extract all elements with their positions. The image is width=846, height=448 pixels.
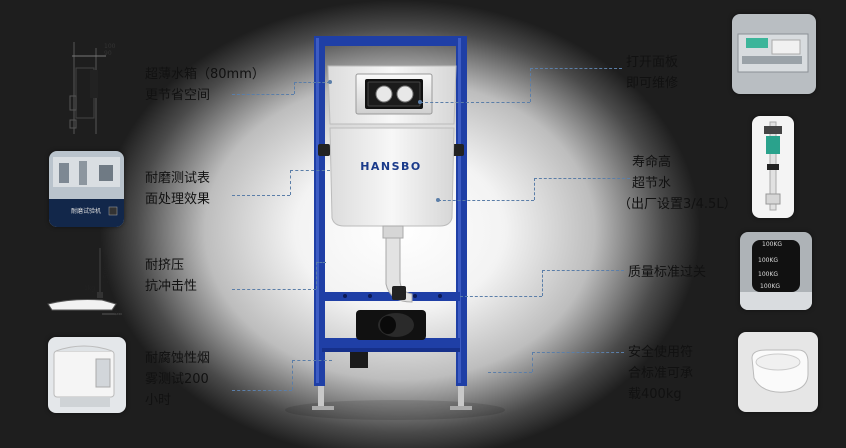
impact-height-label: 1 500mm bbox=[103, 255, 110, 284]
thin-tank-dim-a: 100 bbox=[104, 43, 116, 50]
feature-line: 载400kg bbox=[628, 387, 682, 402]
frame-left-post bbox=[314, 36, 325, 386]
thin-tank-diagram: 100 90 bbox=[46, 38, 126, 138]
weight-label: 100KG bbox=[762, 241, 782, 248]
weight-label: 100KG bbox=[760, 283, 780, 290]
feature-line: 打开面板 bbox=[626, 55, 679, 70]
flush-button-small bbox=[375, 85, 393, 103]
feature-line: 超薄水箱（80mm） bbox=[145, 67, 265, 82]
frame-lower-bar bbox=[322, 292, 460, 301]
feature-line: 雾测试200 bbox=[145, 372, 209, 387]
flush-button-large bbox=[396, 85, 414, 103]
feature-line: 即可维修 bbox=[626, 76, 679, 91]
feature-quality: 质量标准过关 bbox=[628, 262, 706, 283]
wear-test-photo: 耐磨试验机 bbox=[49, 151, 124, 227]
feature-line: 抗冲击性 bbox=[145, 279, 198, 294]
impact-width-label: 50 bbox=[114, 311, 122, 318]
tester-label: 耐磨试验机 bbox=[71, 207, 101, 215]
feature-line: 合标准可承 bbox=[628, 366, 694, 381]
feature-load-400kg: 安全使用符 合标准可承 载400kg bbox=[628, 342, 693, 405]
open-panel-photo bbox=[732, 14, 816, 94]
frame-top-bar bbox=[314, 36, 467, 46]
feature-thin-tank: 超薄水箱（80mm） 更节省空间 bbox=[145, 64, 265, 106]
salt-spray-chamber-photo bbox=[48, 337, 126, 413]
feature-wear-test: 耐磨测试表 面处理效果 bbox=[145, 168, 210, 210]
feature-line: 耐腐蚀性烟 bbox=[145, 351, 211, 366]
cistern-tank bbox=[329, 127, 455, 227]
feature-line: 质量标准过关 bbox=[628, 265, 707, 280]
feature-line: 更节省空间 bbox=[145, 88, 211, 103]
brand-logo: HANSBO bbox=[360, 160, 422, 173]
impact-test-diagram: 1 500mm 1kg 50 bbox=[42, 244, 130, 318]
feature-line: 面处理效果 bbox=[145, 192, 211, 207]
feature-line: 超节水 bbox=[632, 176, 672, 191]
feature-line: 耐磨测试表 bbox=[145, 171, 211, 186]
frame-right-post bbox=[456, 36, 467, 386]
feature-line: （出厂设置3/4.5L） bbox=[618, 197, 737, 212]
feature-line: 小时 bbox=[145, 393, 172, 408]
fill-valve-photo bbox=[752, 116, 794, 218]
feature-corrosion: 耐腐蚀性烟 雾测试200 小时 bbox=[145, 348, 210, 411]
feature-water-saving: 寿命高 超节水 （出厂设置3/4.5L） bbox=[618, 152, 737, 215]
feature-impact: 耐挤压 抗冲击性 bbox=[145, 255, 197, 297]
load-test-photo: 100KG 100KG 100KG 100KG bbox=[740, 232, 812, 310]
feature-line: 寿命高 bbox=[632, 155, 672, 170]
feature-line: 安全使用符 bbox=[628, 345, 694, 360]
thin-tank-dim-b: 90 bbox=[104, 50, 112, 57]
feature-line: 耐挤压 bbox=[145, 258, 185, 273]
wall-hung-toilet-photo bbox=[738, 332, 818, 412]
weight-label: 100KG bbox=[758, 257, 778, 264]
weight-label: 100KG bbox=[758, 271, 778, 278]
impact-weight-label: 1kg bbox=[84, 285, 95, 292]
feature-open-panel: 打开面板 即可维修 bbox=[626, 52, 678, 94]
